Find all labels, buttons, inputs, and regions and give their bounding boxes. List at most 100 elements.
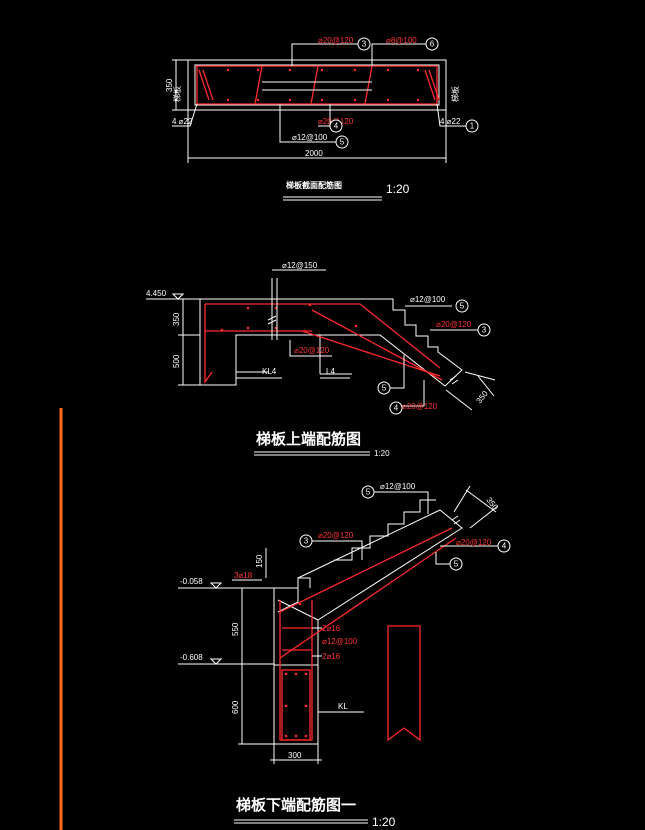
elevation-4450: 4.450 [146, 289, 167, 298]
label-kl: KL [338, 702, 348, 711]
dim-300: 300 [288, 751, 302, 760]
mark-5: 5 [340, 138, 345, 147]
slab-inner-band [262, 81, 372, 91]
rebar-dots-s3 [284, 602, 308, 738]
rebar-stirrup-2 [310, 65, 319, 105]
dim-600: 600 [231, 700, 240, 714]
section-2-title: 梯板上端配筋图 [256, 430, 361, 448]
section-3-lower-end: 5 ⌀12@100 3 ⌀20@120 ⌀20@120 4 [178, 482, 511, 829]
section-1-scale: 1:20 [386, 182, 410, 196]
rebar-diagonal-right-end [424, 69, 440, 101]
dim-550: 550 [231, 622, 240, 636]
leader-dist-rebar [279, 104, 336, 143]
rebar-top-horizontal [205, 303, 441, 369]
section-1-title: 梯板截面配筋图 [286, 180, 342, 190]
section-3-scale: 1:20 [372, 815, 396, 829]
label-rebar-dist: ⌀12@100 [292, 133, 328, 142]
elevation-bottom: -0.608 [180, 653, 203, 662]
dim-thick-s2: 350 [474, 389, 490, 405]
mark-4a-circle [389, 401, 403, 415]
mark-5b: 5 [382, 384, 387, 393]
mark-4c-circle [497, 539, 511, 553]
label-beam-rebar-a: 2⌀16 [322, 624, 341, 633]
label-beam-rebar-b: 2⌀16 [322, 652, 341, 661]
mark-5d: 5 [454, 560, 459, 569]
mark-4-circle [329, 119, 343, 133]
mark-5c: 5 [366, 488, 371, 497]
mark-6: 6 [430, 40, 435, 49]
rebar-diagonal-lower-s3 [279, 537, 457, 659]
leader-edge-left [172, 103, 198, 127]
kl4-lower-line [235, 335, 268, 373]
mark-5-circle [335, 135, 349, 149]
rebar-stirrup-3 [364, 65, 373, 105]
side-label-right: 梯板 [450, 86, 460, 102]
leader-stirrup [371, 43, 426, 66]
dim-350-left: 350 [172, 312, 181, 326]
dim-150: 150 [255, 554, 264, 568]
leader-bottom-mid [289, 340, 332, 357]
rebar-stirrup-1 [254, 65, 263, 105]
label-edge-right: 4 ⌀22 [440, 117, 461, 126]
mark-5d-circle [449, 557, 463, 571]
label-rebar-main: ⌀20@120 [436, 320, 472, 329]
section-cut-symbol [387, 625, 421, 742]
label-l4: L4 [326, 367, 335, 376]
rebar-diagonal-left-end [198, 69, 214, 101]
mark-4a: 4 [394, 404, 399, 413]
mark-1-circle [465, 119, 479, 133]
label-rebar-bottom-right: ⌀20@120 [402, 402, 438, 411]
leader-top-s3 [374, 491, 429, 514]
label-beam-top-rebar: 3⌀18 [234, 571, 253, 580]
rebar-beam-stirrup [281, 669, 311, 741]
beam-kl-outline [273, 664, 319, 745]
label-edge-left: 4 ⌀22 [172, 117, 193, 126]
label-rebar-top-s3: ⌀12@100 [380, 482, 416, 491]
label-kl4: KL4 [262, 367, 277, 376]
rebar-diagonal-inner [301, 330, 441, 377]
mark-5a: 5 [460, 302, 465, 311]
label-rebar-dist-s2: ⌀12@150 [282, 261, 318, 270]
section-3-title: 梯板下端配筋图一 [236, 796, 356, 814]
side-label-left: 梯板 [172, 86, 182, 102]
dim-height-350: 350 [165, 78, 174, 92]
mark-3: 3 [362, 40, 367, 49]
mark-3c: 3 [304, 537, 309, 546]
elevation-top: -0.058 [180, 577, 203, 586]
label-rebar-bottom-mid: ⌀20@120 [294, 346, 330, 355]
dim-width-2000: 2000 [305, 149, 323, 158]
mark-6-circle [425, 37, 439, 51]
beam-outline [199, 298, 463, 387]
mark-3a-circle [477, 323, 491, 337]
stair-outline [273, 499, 463, 745]
mark-4c: 4 [502, 542, 507, 551]
rebar-diagonal-main-s3 [279, 527, 453, 613]
section-2-scale: 1:20 [374, 449, 390, 458]
mark-1: 1 [470, 122, 475, 131]
rebar-diagonal-main [311, 309, 443, 381]
leader-mark-5b [390, 355, 405, 389]
label-beam-stirrup: ⌀12@100 [322, 637, 358, 646]
dim-500-left: 500 [172, 354, 181, 368]
slab-inner-line [194, 64, 440, 106]
section-2-upper-end: 4.450 350 500 ⌀12@150 ⌀12@100 5 [146, 261, 496, 458]
label-rebar-top-right: ⌀12@100 [410, 295, 446, 304]
rebar-vertical-left [204, 304, 213, 385]
label-rebar-stirrup: ⌀8@100 [386, 36, 417, 45]
label-rebar-main-s3: ⌀20@120 [318, 531, 354, 540]
leader-main-s3 [312, 540, 363, 560]
mark-5b-circle [377, 381, 391, 395]
mark-4: 4 [334, 122, 339, 131]
rebar-dots-s2 [220, 303, 358, 332]
leader-mark-5d [435, 552, 450, 565]
l4-lower-line [319, 335, 352, 375]
mark-5a-circle [455, 299, 469, 313]
section-1-slab-cross-section: 350 梯板 梯板 ⌀20@120 3 ⌀8@100 6 ⌀20@120 4 ⌀… [165, 36, 479, 201]
leader-dist-vertical [271, 278, 278, 340]
dim-thick-s3: 350 [484, 496, 500, 512]
slab-outline [187, 59, 447, 111]
mark-3-circle [357, 37, 371, 51]
label-rebar-top: ⌀20@120 [318, 36, 354, 45]
leader-bottom-right [402, 380, 425, 407]
